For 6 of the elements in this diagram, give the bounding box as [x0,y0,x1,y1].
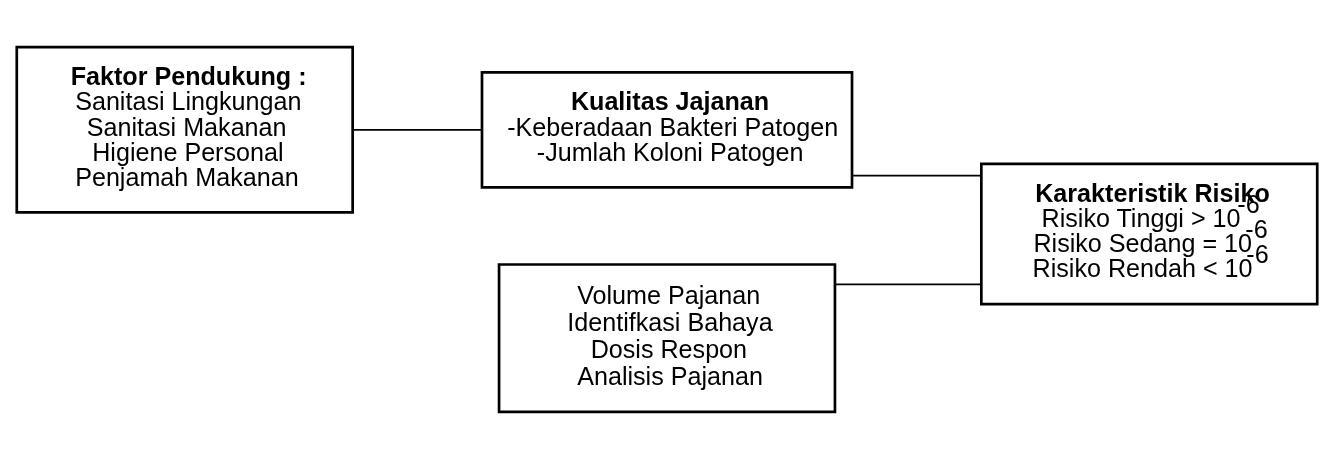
node-box: Kualitas Jajanan -Keberadaan Bakteri Patogen -Jumlah Koloni Patogen [480,70,854,189]
connector [851,174,983,176]
node-box: Faktor Pendukung : Sanitasi Lingkungan Sanitasi Makanan Higiene Personal Penjamah Makanan [15,45,354,214]
node-box: Volume Pajanan Identifkasi Bahaya Dosis Respon Analisis Pajanan [497,262,837,413]
connector [351,128,483,131]
connector [834,282,982,285]
